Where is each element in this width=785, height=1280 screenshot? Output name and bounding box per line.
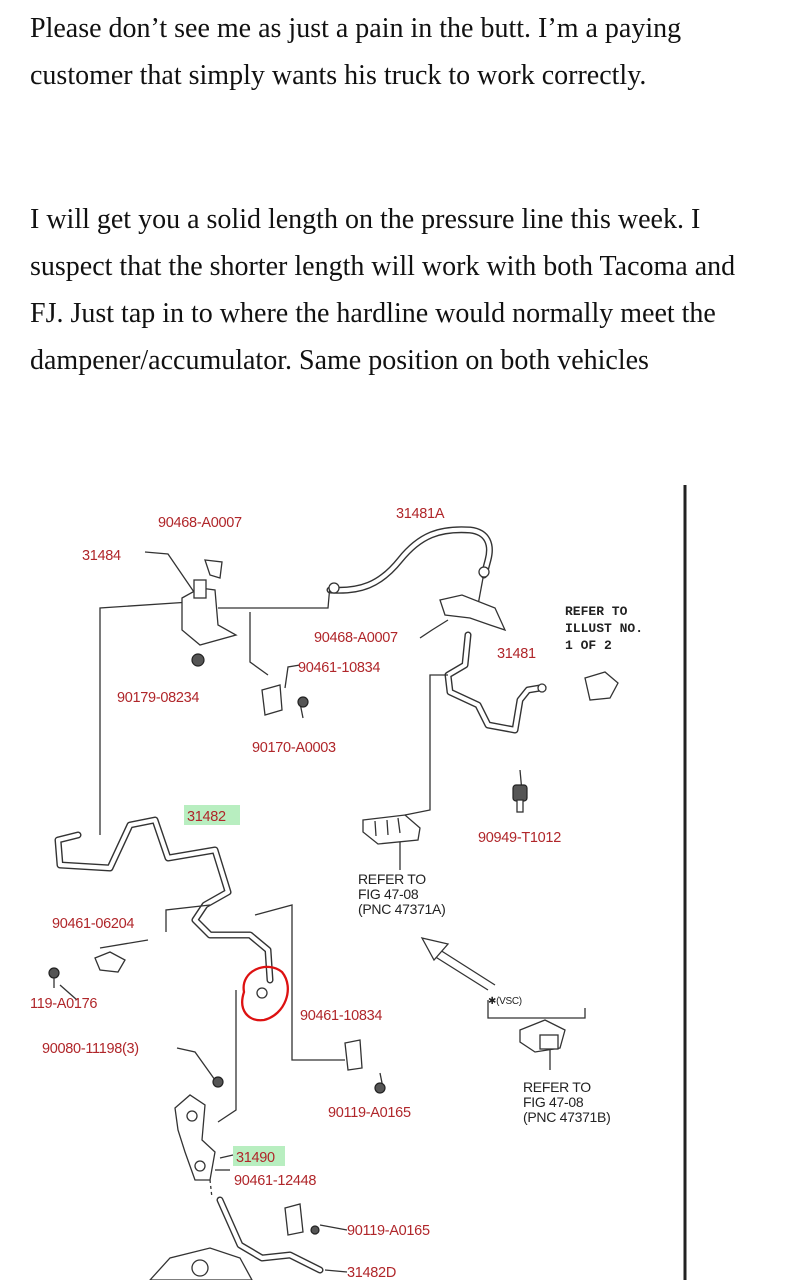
fitting-circled <box>241 965 289 1022</box>
label-90461-06204: 90461-06204 <box>52 916 134 932</box>
label-31484: 31484 <box>82 548 121 564</box>
label-90170-a0003: 90170-A0003 <box>252 740 336 756</box>
clip-90468-a0007-top <box>204 559 223 579</box>
label-31482d: 31482D <box>347 1265 396 1280</box>
pipe-31482 <box>54 816 274 984</box>
bolt-90179-08234 <box>191 653 205 667</box>
brake-line-parts-diagram: 90468-A0007 31481A 31484 REFER TO ILLUST… <box>30 485 687 1280</box>
label-90119-a0165-a: 90119-A0165 <box>328 1105 411 1121</box>
bolt-90119-a0165-a <box>374 1082 386 1094</box>
clip-90461-12448 <box>284 1203 320 1236</box>
label-refer-illust-2: ILLUST NO. <box>565 621 643 636</box>
message-paragraph-2: I will get you a solid length on the pre… <box>30 204 736 376</box>
label-refer-fig-b-3: (PNC 47371B) <box>523 1109 610 1125</box>
clip-90461-10834-b <box>344 1039 363 1071</box>
label-90080-11198: 90080-11198(3) <box>42 1041 139 1057</box>
highlight-31490 <box>233 1146 285 1166</box>
message-paragraph-1: Please don’t see me as just a pain in th… <box>30 13 682 91</box>
pipe-31482D <box>216 1196 324 1274</box>
sensor-31481-end <box>537 671 619 701</box>
pipe-31481 <box>444 631 544 734</box>
bolt-90949-t1012 <box>512 784 528 813</box>
label-refer-fig-b-1: REFER TO <box>523 1079 591 1095</box>
label-90461-12448: 90461-12448 <box>234 1173 316 1189</box>
label-90468-a0007-mid: 90468-A0007 <box>314 630 398 646</box>
bracket-31484 <box>181 579 238 646</box>
label-31490: 31490 <box>236 1150 275 1166</box>
label-refer-illust-1: REFER TO <box>565 604 628 619</box>
dashed-leader-31490 <box>209 1179 213 1199</box>
label-refer-fig-a-3: (PNC 47371A) <box>358 901 445 917</box>
label-refer-fig-a-1: REFER TO <box>358 871 426 887</box>
label-31481: 31481 <box>497 646 536 662</box>
label-119-a0176: 119-A0176 <box>30 996 97 1012</box>
label-90119-a0165-b: 90119-A0165 <box>347 1223 430 1239</box>
clip-90461-06204 <box>94 951 126 973</box>
block-47371b <box>519 1019 566 1053</box>
label-90179-08234: 90179-08234 <box>117 690 199 706</box>
label-vsc: ✱(VSC) <box>488 996 522 1007</box>
red-circle-markup <box>241 965 289 1022</box>
label-90468-a0007-top: 90468-A0007 <box>158 515 242 531</box>
label-90461-10834-b: 90461-10834 <box>300 1008 382 1024</box>
label-31481a: 31481A <box>396 506 445 522</box>
arrow-to-fig-47371a <box>420 937 496 991</box>
pipe-31481A <box>326 526 493 594</box>
bolt-90080-11198 <box>212 1076 224 1088</box>
highlight-31482 <box>184 805 240 825</box>
label-refer-fig-b-2: FIG 47-08 <box>523 1094 584 1110</box>
clip-90468-a0007-mid <box>439 594 507 632</box>
fitting-31481a-end <box>328 582 340 594</box>
lower-assembly <box>149 1247 253 1280</box>
label-90461-10834-a: 90461-10834 <box>298 660 380 676</box>
bracket-31490 <box>174 1094 216 1181</box>
label-90949-t1012: 90949-T1012 <box>478 830 561 846</box>
label-refer-illust-3: 1 OF 2 <box>565 638 612 653</box>
block-47371a <box>362 814 421 845</box>
label-refer-fig-a-2: FIG 47-08 <box>358 886 419 902</box>
union-90461-10834-a <box>261 684 309 716</box>
label-31482: 31482 <box>187 809 226 825</box>
fitting-31481a-tip <box>478 566 490 578</box>
bolt-119-a0176 <box>48 967 60 988</box>
